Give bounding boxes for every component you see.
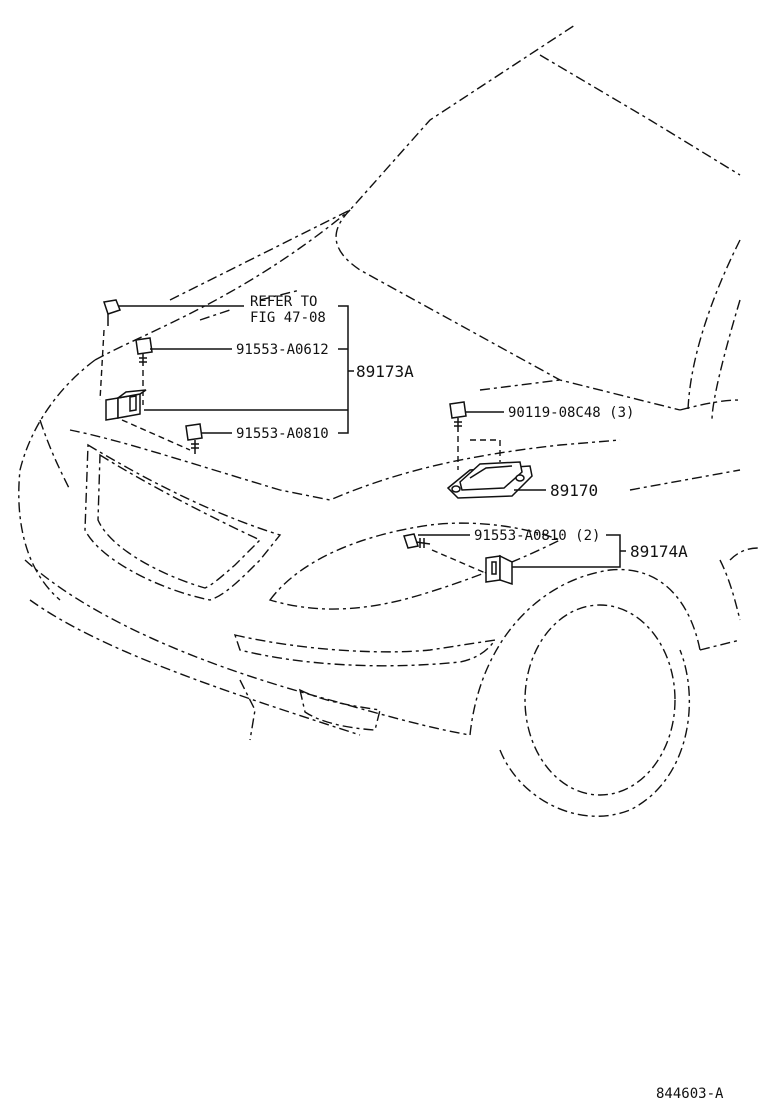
bolt-a0810-icon[interactable] bbox=[185, 423, 203, 454]
bumper-lower bbox=[24, 559, 471, 736]
clip-bolt-icon[interactable] bbox=[103, 299, 121, 326]
leader-lines bbox=[118, 305, 626, 568]
side-airbag-sensor-icon[interactable] bbox=[485, 554, 513, 586]
bumper-bottom bbox=[29, 599, 361, 736]
bumper-left bbox=[18, 359, 96, 601]
hood-lip bbox=[199, 289, 301, 321]
drawing-number: 844603-A bbox=[656, 1086, 724, 1102]
mirror-line bbox=[679, 399, 741, 411]
wheel bbox=[524, 604, 676, 796]
label-89170: 89170 bbox=[550, 481, 598, 500]
airbag-control-unit-group bbox=[446, 401, 533, 499]
wheel-arch bbox=[469, 568, 701, 736]
a-pillar bbox=[687, 239, 741, 411]
bolt-guide-1 bbox=[99, 329, 105, 401]
label-90119-08c48: 90119-08C48 (3) bbox=[508, 405, 634, 421]
lower-intake bbox=[233, 634, 497, 667]
bolt-a0810-2-icon[interactable] bbox=[403, 533, 431, 549]
fender-lower bbox=[719, 559, 741, 621]
cowl-line bbox=[479, 379, 561, 391]
label-91553-a0810: 91553-A0810 bbox=[236, 426, 329, 442]
side-marker bbox=[729, 547, 759, 561]
bracket-89174a bbox=[512, 534, 626, 568]
label-89173a: 89173A bbox=[356, 362, 414, 381]
fog-light bbox=[298, 688, 381, 731]
bumper-corner bbox=[39, 419, 71, 491]
bolt-guide-4 bbox=[431, 549, 491, 576]
part-labels: REFER TO FIG 47-08 91553-A0612 89173A 91… bbox=[236, 294, 724, 1102]
fender-line bbox=[629, 469, 741, 491]
airbag-control-unit-icon[interactable] bbox=[446, 461, 533, 499]
grille-inner bbox=[97, 453, 262, 589]
unit-guides bbox=[457, 436, 501, 470]
bolt-guide-3 bbox=[121, 419, 191, 451]
bolt-a0612-icon[interactable] bbox=[135, 337, 153, 366]
label-91553-a0810-2: 91553-A0810 (2) bbox=[474, 528, 600, 544]
refer-label-line2: FIG 47-08 bbox=[250, 310, 326, 326]
headlight bbox=[268, 522, 562, 610]
grille-outer bbox=[84, 443, 282, 601]
refer-label-line1: REFER TO bbox=[250, 294, 317, 310]
bracket-89173a bbox=[338, 305, 354, 434]
rocker bbox=[699, 639, 741, 651]
label-91553-a0612: 91553-A0612 bbox=[236, 342, 329, 358]
center-bolt-icon[interactable] bbox=[449, 401, 467, 432]
bumper-notch bbox=[239, 679, 256, 741]
label-89174a: 89174A bbox=[630, 542, 688, 561]
hood-left-edge bbox=[94, 209, 351, 361]
windshield-edge bbox=[539, 54, 741, 176]
car-body-outline bbox=[18, 24, 759, 817]
side-sensor-group bbox=[403, 533, 513, 586]
front-sensor-group bbox=[99, 299, 203, 454]
front-airbag-sensor-icon[interactable] bbox=[105, 389, 147, 421]
tire-lower bbox=[499, 649, 690, 817]
hood-rear-edge bbox=[169, 24, 576, 301]
hood-front-edge bbox=[69, 429, 621, 501]
